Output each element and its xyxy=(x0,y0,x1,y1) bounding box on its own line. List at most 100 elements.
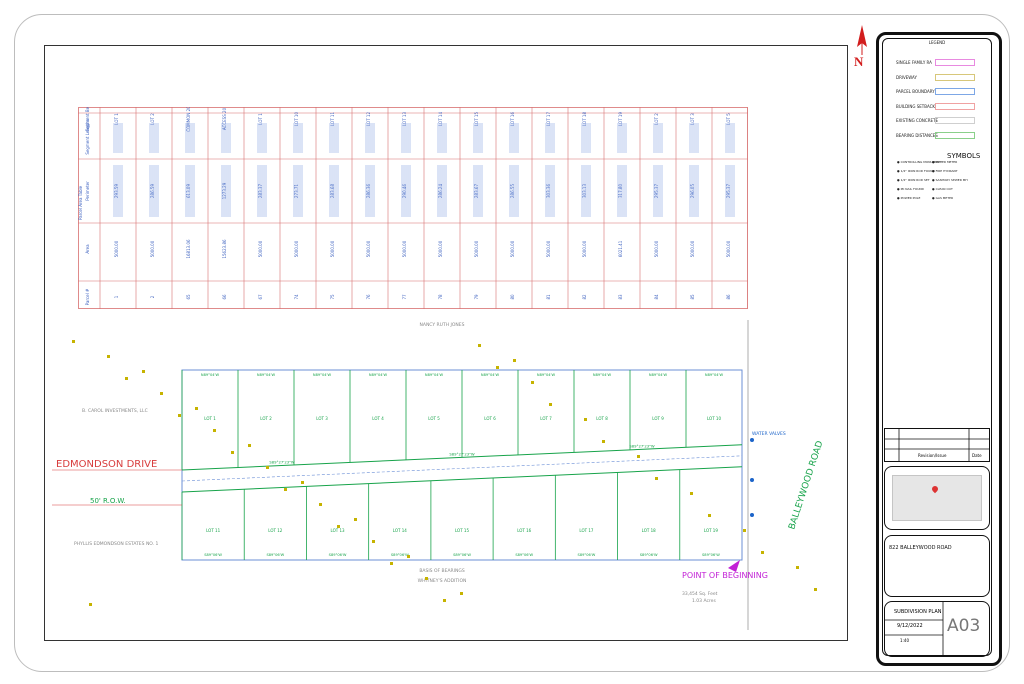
lot-label-south: LOT 17 xyxy=(579,528,593,533)
survey-marker-icon xyxy=(425,577,428,580)
table-cell: 286.24 xyxy=(438,184,443,198)
lot-bearing-north: N89°04'W xyxy=(481,373,500,377)
table-cell: LOT 16 xyxy=(510,112,515,126)
water-valve-icon xyxy=(750,478,754,482)
table-cell: 273.71 xyxy=(294,184,299,198)
sheet-info-grid xyxy=(885,602,944,656)
table-cell: LOT 18 xyxy=(582,112,587,126)
survey-marker-icon xyxy=(796,566,799,569)
table-cell: 283.67 xyxy=(474,184,479,198)
legend-item-label: EXISTING CONCRETE xyxy=(896,118,938,123)
table-cell: 295.37 xyxy=(654,184,659,198)
table-cell: 5000.00 xyxy=(654,240,659,257)
table-cell: 283.68 xyxy=(330,184,335,198)
access-bearing: S89°27'23"W xyxy=(629,443,655,448)
table-cell: 293.59 xyxy=(114,184,119,198)
survey-marker-icon xyxy=(460,592,463,595)
table-cell: 83 xyxy=(618,294,623,300)
lot-bearing-south: S89°06'W xyxy=(640,553,658,557)
table-cell: 5000.00 xyxy=(294,240,299,257)
survey-marker-icon xyxy=(125,377,128,380)
symbols-title: SYMBOLS xyxy=(947,152,981,160)
table-cell: 613.09 xyxy=(186,184,191,198)
table-cell: 283.37 xyxy=(258,184,263,198)
survey-marker-icon xyxy=(142,370,145,373)
title-block-inner xyxy=(882,38,992,656)
symbol-entry: ● SANITARY SEWER MH xyxy=(932,178,968,182)
access-centerline xyxy=(181,455,743,482)
survey-marker-icon xyxy=(690,492,693,495)
table-cell: 303.13 xyxy=(582,184,587,198)
lot-label-north: LOT 4 xyxy=(372,416,384,421)
table-cell: 85 xyxy=(690,294,695,300)
survey-marker-icon xyxy=(496,366,499,369)
location-map-image xyxy=(892,475,982,521)
lot-label-south: LOT 19 xyxy=(704,528,718,533)
survey-marker-icon xyxy=(549,403,552,406)
table-cell: 5000.00 xyxy=(510,240,515,257)
survey-marker-icon xyxy=(195,407,198,410)
water-valve-icon xyxy=(750,438,754,442)
legend-swatch xyxy=(935,102,975,110)
lot-label-north: LOT 7 xyxy=(540,416,552,421)
sheet-date: 9/12/2022 xyxy=(897,623,923,629)
table-cell: 286.36 xyxy=(366,184,371,198)
survey-marker-icon xyxy=(655,477,658,480)
table-cell: 5000.00 xyxy=(402,240,407,257)
survey-marker-icon xyxy=(284,488,287,491)
survey-marker-icon xyxy=(89,603,92,606)
table-border xyxy=(78,107,748,309)
table-cell: 15623.86 xyxy=(222,239,227,259)
lot-bearing-south: S89°06'W xyxy=(453,553,471,557)
revision-grid xyxy=(885,429,989,461)
survey-marker-icon xyxy=(443,599,446,602)
survey-marker-icon xyxy=(814,588,817,591)
subdivision-south: WHITNEY'S ADDITION xyxy=(418,578,467,584)
sheet-number: A03 xyxy=(947,616,981,636)
table-cell: LOT 1 xyxy=(258,113,263,125)
legend-item-label: SINGLE FAMILY RA xyxy=(896,60,932,65)
lot-label-south: LOT 16 xyxy=(517,528,531,533)
lot-label-north: LOT 3 xyxy=(316,416,328,421)
survey-marker-icon xyxy=(743,529,746,532)
table-cell: 78 xyxy=(438,294,443,300)
table-cell: LOT 10 xyxy=(294,112,299,126)
street-name-east: BALLEYWOOD ROAD xyxy=(787,440,825,531)
table-cell: 16813.06 xyxy=(186,239,191,259)
legend-title: LEGEND xyxy=(928,40,946,45)
survey-marker-icon xyxy=(390,562,393,565)
table-cell: 86 xyxy=(726,294,731,300)
lot-bearing-south: S89°06'W xyxy=(204,553,222,557)
lot-bearing-south: S89°06'W xyxy=(702,553,720,557)
symbol-entry: ● PK NAIL FOUND xyxy=(897,187,924,191)
lot-label-north: LOT 9 xyxy=(652,416,664,421)
pob-acres: 1.03 Acres xyxy=(692,598,716,604)
survey-marker-icon xyxy=(178,414,181,417)
table-cell: 76 xyxy=(366,294,371,300)
street-name-west: EDMONDSON DRIVE xyxy=(56,459,157,470)
lot-bearing-south: S89°06'W xyxy=(515,553,533,557)
lot-bearing-north: N89°04'W xyxy=(649,373,668,377)
table-cell: 296.05 xyxy=(690,184,695,198)
survey-marker-icon xyxy=(107,355,110,358)
table-cell: LOT 1 xyxy=(114,113,119,125)
symbol-entry: ● GAS METER xyxy=(932,196,954,200)
table-cell: ACCESS 20 xyxy=(222,107,227,130)
access-bearing: S89°27'23"W xyxy=(449,451,475,456)
lot-label-south: LOT 11 xyxy=(206,528,220,533)
symbol-entry: ● CLEAN OUT xyxy=(932,187,953,191)
symbol-entry: ● CONTROLLING MONUMENT xyxy=(897,160,942,164)
table-cell: LOT 3 xyxy=(690,113,695,125)
table-cell: 303.36 xyxy=(546,184,551,198)
lot-label-north: LOT 2 xyxy=(260,416,272,421)
symbol-entry: ● WATER METER xyxy=(932,160,958,164)
table-cell: 74 xyxy=(294,294,299,300)
lot-bearing-north: N89°04'W xyxy=(425,373,444,377)
survey-marker-icon xyxy=(231,451,234,454)
legend-item-label: PARCEL BOUNDARY xyxy=(896,89,935,94)
symbol-entry: ● FIRE HYDRANT xyxy=(932,169,958,173)
survey-marker-icon xyxy=(513,359,516,362)
table-cell: 1273.29 xyxy=(222,182,227,199)
survey-marker-icon xyxy=(602,440,605,443)
